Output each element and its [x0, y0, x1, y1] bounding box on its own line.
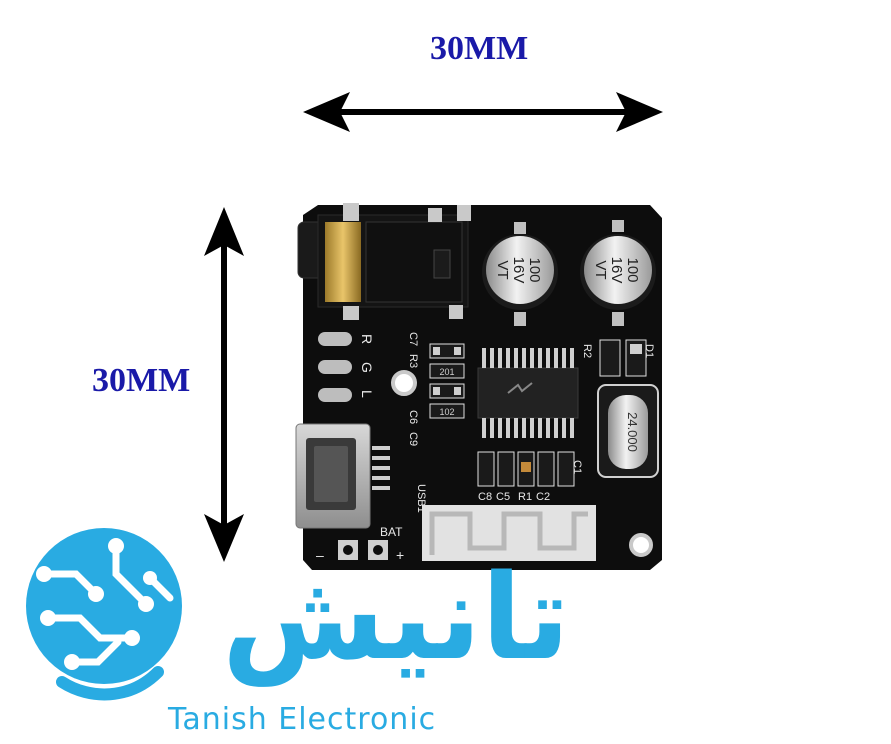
width-dimension-label: 30MM: [430, 30, 529, 67]
silk-plus: +: [396, 547, 404, 563]
crystal-frequency: 24.000: [625, 412, 640, 452]
resistor-code-201: 201: [439, 367, 454, 377]
capacitor-left: 100 16V VT: [482, 222, 558, 326]
pcb-board: 100 16V VT 100 16V VT R G L: [295, 203, 662, 570]
mounting-hole: [629, 533, 653, 557]
silk-c8: C8: [478, 491, 492, 503]
smd-components-top-right: [599, 339, 647, 377]
led-label-r: R: [359, 334, 375, 344]
pcb-antenna: [422, 505, 596, 561]
silk-minus: –: [316, 547, 324, 563]
silk-bat: BAT: [380, 525, 403, 539]
brand-logo-icon: [26, 528, 182, 701]
capacitor-right-voltage: 16V: [608, 257, 625, 284]
capacitor-right-value: 100: [624, 257, 641, 282]
brand-script-logo: تانیش: [222, 548, 570, 686]
audio-jack: [297, 203, 471, 320]
silk-r3: R3: [407, 354, 419, 368]
capacitor-left-brand: VT: [494, 260, 511, 279]
silk-c9: C9: [407, 432, 419, 446]
mounting-hole: [391, 370, 417, 396]
silk-r2: R2: [581, 344, 593, 358]
capacitor-right-brand: VT: [592, 260, 609, 279]
led-pads: [318, 332, 352, 402]
smd-components-bottom: [477, 451, 575, 487]
micro-usb-port: [295, 423, 390, 529]
silk-c6: C6: [407, 410, 419, 424]
silk-c7: C7: [407, 332, 419, 346]
silk-r1: R1: [518, 491, 532, 503]
silk-c5: C5: [496, 491, 510, 503]
led-label-l: L: [359, 390, 375, 398]
silk-c2: C2: [536, 491, 550, 503]
height-dimension-arrow: [204, 207, 244, 562]
width-dimension-arrow: [303, 92, 663, 132]
resistor-code-102: 102: [439, 407, 454, 417]
height-dimension-label: 30MM: [92, 362, 191, 399]
capacitor-right: 100 16V VT: [580, 220, 656, 326]
bluetooth-ic-chip: [477, 348, 579, 438]
capacitor-left-value: 100: [526, 257, 543, 282]
capacitor-left-voltage: 16V: [510, 257, 527, 284]
crystal-oscillator: 24.000: [597, 384, 659, 478]
battery-pads: [338, 540, 388, 560]
led-label-g: G: [359, 362, 375, 373]
smd-components-left: 201 102: [429, 343, 465, 419]
brand-name: Tanish Electronic: [168, 702, 437, 737]
